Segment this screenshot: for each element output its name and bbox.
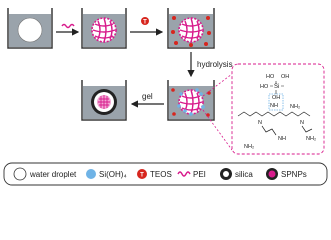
legend-label-water-droplet: water droplet	[29, 170, 77, 179]
arrow-gel: gel	[130, 92, 164, 108]
pei-icon	[61, 23, 75, 29]
teos-icon	[137, 169, 147, 179]
teos-particles	[171, 16, 211, 47]
chem-n-a: N	[258, 120, 262, 126]
legend-item-sioh4: Si(OH)₄	[86, 169, 127, 179]
arrow-step-2: T	[130, 17, 164, 36]
svg-text:T: T	[140, 173, 144, 179]
chem-nh2-b: NH₂	[244, 144, 254, 150]
gel-label: gel	[142, 92, 153, 101]
beaker-water-droplet	[7, 8, 53, 49]
legend-item-silica: silica	[220, 168, 253, 180]
legend: water droplet Si(OH)₄ T TEOS PEI silica …	[3, 162, 328, 186]
teos-icon	[141, 17, 149, 25]
diagram-canvas: T hydrolysis	[3, 8, 328, 186]
legend-label-sioh4: Si(OH)₄	[99, 170, 127, 179]
arrow-step-1	[56, 23, 80, 36]
sioh4-icon	[86, 169, 96, 179]
legend-item-spnps: SPNPs	[266, 168, 307, 180]
legend-label-silica: silica	[235, 170, 253, 179]
zoom-lines	[202, 73, 233, 151]
legend-item-water-droplet: water droplet	[13, 167, 77, 181]
arrow-hydrolysis: hydrolysis	[187, 52, 233, 78]
chem-si: Si	[274, 84, 279, 90]
beaker-pei-droplet	[81, 8, 127, 49]
beaker-gel	[81, 80, 127, 121]
legend-item-teos: T TEOS	[137, 169, 172, 179]
sioh4-particles	[177, 88, 205, 116]
water-droplet	[17, 17, 43, 43]
chem-nh-b: NH	[278, 136, 286, 142]
beaker-teos	[167, 8, 215, 49]
chem-nh-a: NH	[270, 103, 278, 109]
legend-label-spnps: SPNPs	[281, 170, 307, 179]
beaker-hydrolysis	[167, 80, 215, 121]
water-droplet-icon	[13, 167, 27, 181]
chem-oh-bottom: OH	[272, 95, 280, 101]
chem-oh-top-right: OH	[281, 74, 289, 80]
chem-ho-left: HO	[260, 84, 269, 90]
legend-label-teos: TEOS	[150, 170, 172, 179]
chem-n-b: N	[300, 120, 304, 126]
svg-text:T: T	[143, 20, 147, 26]
pei-icon	[177, 171, 191, 177]
hydrolysis-label: hydrolysis	[197, 60, 233, 69]
legend-item-pei: PEI	[177, 170, 206, 179]
chem-ho-top-left: HO	[266, 74, 275, 80]
chemistry-zoom-box: HO OH Si HO OH NH N NH₂ NH N NH₂ NH₂	[231, 63, 325, 155]
legend-label-pei: PEI	[193, 170, 206, 179]
chem-nh2-a: NH₂	[290, 104, 300, 110]
chem-nh2-c: NH₂	[306, 136, 316, 142]
